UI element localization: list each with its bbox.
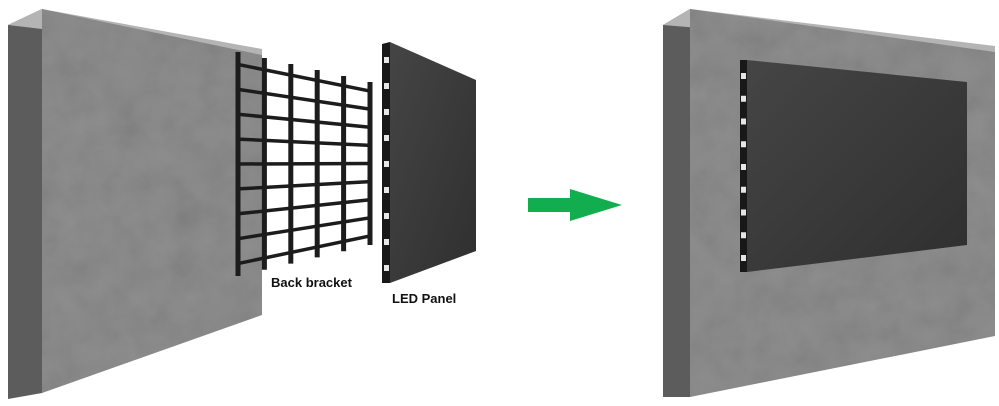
arrow-icon <box>528 189 622 221</box>
panel-clip <box>384 187 389 193</box>
wall-left <box>8 9 262 399</box>
panel-clip <box>741 209 746 216</box>
panel-clip <box>741 73 746 79</box>
bracket-horizontal-bar <box>237 161 371 166</box>
led-panel-detached <box>382 42 476 283</box>
arrow-shaft <box>528 198 570 212</box>
back-bracket <box>235 52 373 276</box>
panel-clip <box>741 141 746 148</box>
wall-right-side <box>663 9 690 397</box>
bracket-horizontal-bar <box>237 179 371 191</box>
panel-clip <box>384 265 389 271</box>
bracket-horizontal-bar <box>237 216 371 241</box>
panel-clip <box>384 213 389 219</box>
panel-clip <box>384 239 389 245</box>
led-panel-installed-clips <box>741 73 746 261</box>
bracket-horizontal-bar <box>237 197 371 216</box>
led-panel-installed-face <box>747 60 967 272</box>
led-panel-label: LED Panel <box>392 291 457 306</box>
bracket-horizontal-bar <box>237 87 371 111</box>
bracket-horizontal-bar <box>237 137 371 148</box>
panel-clip <box>741 118 746 125</box>
arrow-head <box>570 189 622 221</box>
bracket-horizontal-bar <box>237 112 371 130</box>
panel-clip <box>384 83 389 89</box>
led-panel-side-clips <box>384 57 389 271</box>
panel-clip <box>741 95 746 102</box>
panel-clip <box>741 164 746 170</box>
panel-clip <box>741 186 746 193</box>
bracket-horizontal-bar <box>237 234 371 266</box>
led-panel-face <box>390 42 476 283</box>
panel-clip <box>384 109 389 115</box>
panel-clip <box>741 255 746 261</box>
bracket-horizontal-bar <box>237 62 371 93</box>
wall-left-side <box>8 9 42 399</box>
panel-clip <box>741 232 746 239</box>
back-bracket-label: Back bracket <box>271 275 352 290</box>
wall-left-face <box>42 9 262 393</box>
panel-clip <box>384 161 389 167</box>
panel-clip <box>384 135 389 141</box>
panel-clip <box>384 57 389 63</box>
led-panel-installed <box>740 60 967 272</box>
